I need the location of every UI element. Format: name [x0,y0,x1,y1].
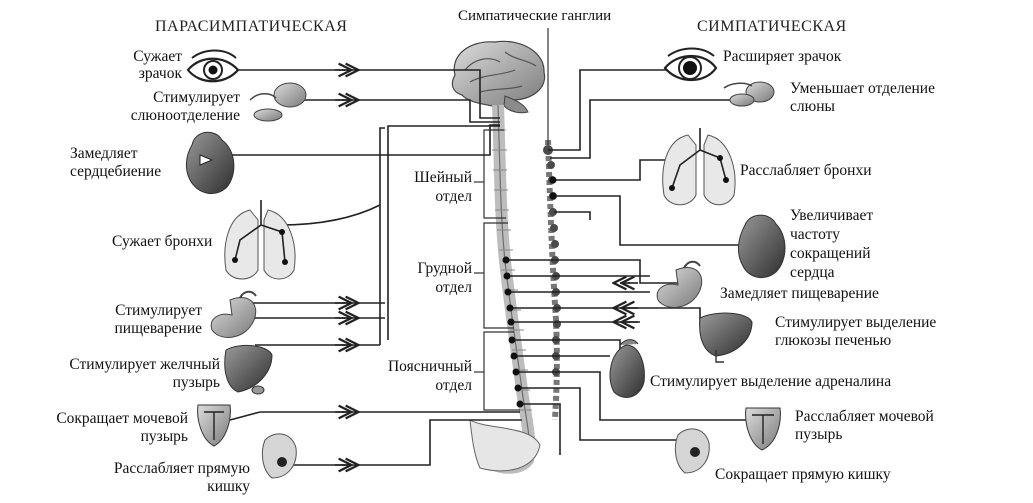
eye-left-icon [186,49,240,83]
sympathetic-header: СИМПАТИЧЕСКАЯ [697,18,847,35]
rectum-left-icon [261,433,297,479]
bladder-left-icon [197,404,231,447]
spinal-cord-illustration [469,104,541,474]
eye-right-icon [663,47,718,81]
right-effect-pupil: Расширяет зрачок [723,48,842,65]
left-effect-gallbladder: Стимулирует желчный пузырь [69,356,220,391]
left-effect-heart: Замедляет сердцебиение [70,145,162,180]
lungs-right-icon [662,128,736,206]
right-effect-adrenal: Стимулирует выделение адреналина [650,373,892,390]
left-effect-bladder: Сокращает мочевой пузырь [56,410,188,445]
lumbar-section-label: Поясничный отдел [387,358,472,394]
stomach-right-icon [656,260,703,308]
synapse-dots [502,176,557,408]
right-effect-heart: Увеличивает частоту сокращений сердца [790,207,874,281]
thoracic-section-label: Грудной отдел [417,260,472,296]
bladder-right-icon [745,407,781,451]
cervical-section-label: Шейный отдел [414,169,472,205]
salivary-gland-left-icon [249,82,307,122]
spine-section-brackets [474,129,520,411]
left-effect-bronchi: Сужает бронхи [112,233,213,250]
salivary-gland-right-icon [723,81,775,107]
heart-right-icon [737,214,786,279]
right-effect-bladder: Расслабляет мочевой пузырь [795,408,934,443]
parasympathetic-header: ПАРАСИМПАТИЧЕСКАЯ [155,18,348,35]
ganglia-label: Симпатические ганглии [458,8,612,24]
right-effect-rectum: Сокращает прямую кишку [715,466,891,483]
sympathetic-arrows [620,283,638,322]
parasympathetic-pathways [205,69,522,466]
heart-left-icon [185,131,235,195]
left-effect-saliva: Стимулирует слюноотделение [130,89,240,124]
parasympathetic-arrows [335,70,352,465]
liver-right-icon [699,312,753,363]
right-effect-bronchi: Расслабляет бронхи [740,162,872,179]
left-effect-rectum: Расслабляет прямую кишку [113,460,250,495]
rectum-right-icon [674,428,710,474]
right-effect-liver: Стимулирует выделение глюкозы печенью [775,314,937,349]
right-effect-saliva: Уменьшает отделение слюны [790,80,935,115]
adrenal-kidney-right-icon [609,339,645,398]
liver-gallbladder-left-icon [224,344,273,395]
right-effect-digestion: Замедляет пищеварение [720,285,879,302]
left-effect-pupil: Сужает зрачок [133,48,182,82]
left-effect-digestion: Стимулирует пищеварение [114,302,203,337]
brain-illustration [451,40,546,114]
stomach-left-icon [210,290,257,338]
lungs-left-icon [224,200,296,280]
